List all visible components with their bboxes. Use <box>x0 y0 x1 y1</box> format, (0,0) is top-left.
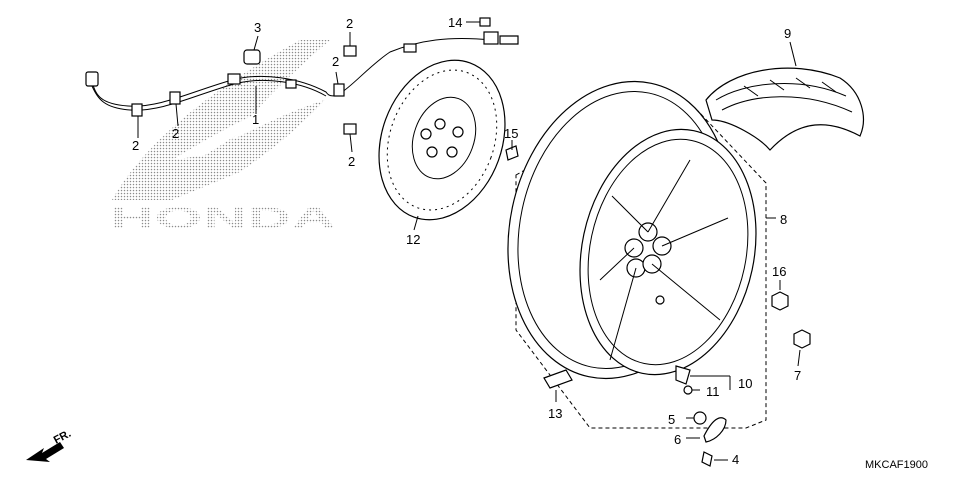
callout-6: 6 <box>674 432 681 447</box>
callout-2: 2 <box>348 154 355 169</box>
balance-weight <box>543 369 573 389</box>
diagram-code: MKCAF1900 <box>865 459 928 471</box>
callout-3: 3 <box>254 20 261 35</box>
callout-9: 9 <box>784 26 791 41</box>
tire <box>705 67 864 151</box>
callout-8: 8 <box>780 212 787 227</box>
watermark-text: HONDA <box>110 202 336 235</box>
honda-wing-logo: HONDA <box>110 40 336 235</box>
pressure-sensor <box>693 411 727 467</box>
wheel-assembly-outline <box>515 110 767 429</box>
callout-2: 2 <box>332 54 339 69</box>
callout-7: 7 <box>794 368 801 383</box>
callout-16: 16 <box>772 264 786 279</box>
callout-2: 2 <box>172 126 179 141</box>
callout-12: 12 <box>406 232 420 247</box>
wheel-speed-sensor-harness <box>85 17 519 135</box>
wheel-rim <box>507 80 757 380</box>
front-direction-arrow: FR. <box>26 428 73 462</box>
callout-10: 10 <box>738 376 752 391</box>
valve-stem <box>675 365 693 395</box>
callout-1: 1 <box>252 112 259 127</box>
callout-2: 2 <box>346 16 353 31</box>
leader-lines <box>137 21 801 461</box>
callout-2: 2 <box>132 138 139 153</box>
callout-13: 13 <box>548 406 562 421</box>
callout-numbers: 1 2 2 2 2 2 3 4 5 6 7 8 9 10 11 12 13 14… <box>132 15 801 467</box>
axle-nut <box>771 291 811 349</box>
callout-4: 4 <box>732 452 739 467</box>
brake-disc <box>378 59 519 221</box>
callout-11: 11 <box>706 384 720 399</box>
front-label: FR. <box>52 428 73 447</box>
callout-5: 5 <box>668 412 675 427</box>
callout-14: 14 <box>448 15 462 30</box>
callout-15: 15 <box>504 126 518 141</box>
